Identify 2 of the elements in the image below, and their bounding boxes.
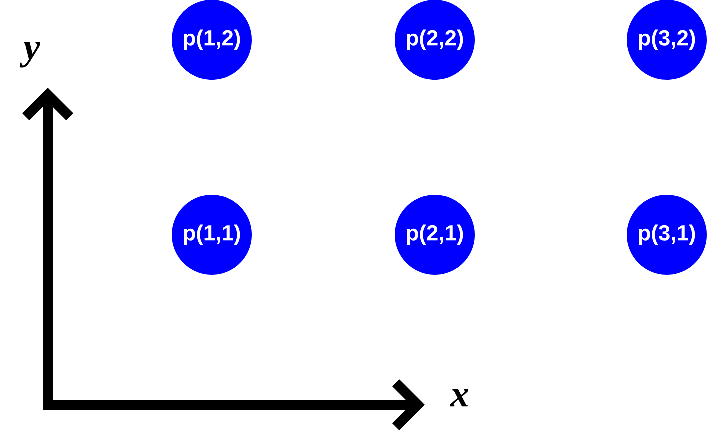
axis-label: x	[450, 389, 469, 407]
axis-label: y	[20, 42, 41, 68]
